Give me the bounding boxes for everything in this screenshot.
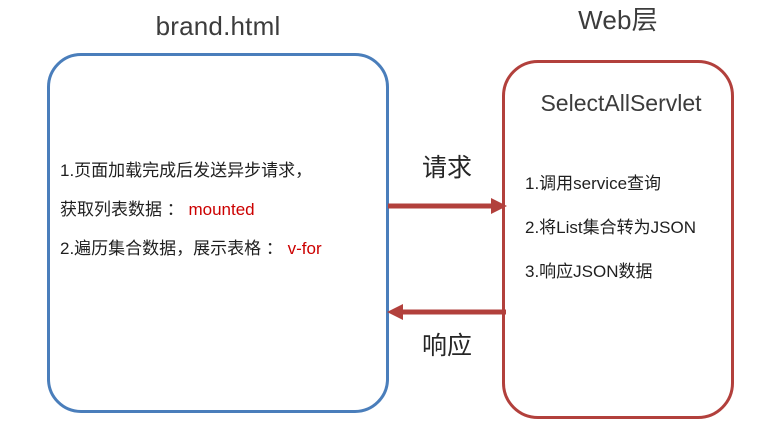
response-arrow-label: 响应 — [421, 332, 472, 360]
client-step-2-text: 获取列表数据 ： — [60, 200, 184, 219]
server-box-heading: SelectAllServlet — [540, 90, 702, 116]
client-step-1-text: 1.页面加载完成后发送异步请求， — [60, 161, 313, 180]
request-arrow-label: 请求 — [421, 154, 472, 182]
client-step-2-accent: mounted — [188, 200, 255, 219]
client-steps-list: 1.页面加载完成后发送异步请求， 获取列表数据 ： mounted 2.遍历集合… — [60, 160, 390, 260]
server-steps-list: 1.调用service查询 2.将List集合转为JSON 3.响应JSON数据 — [525, 173, 731, 283]
request-arrow-icon — [388, 198, 507, 214]
client-step-3-accent: v-for — [287, 239, 322, 258]
server-box: SelectAllServlet 1.调用service查询 2.将List集合… — [502, 60, 734, 419]
client-step-1: 1.页面加载完成后发送异步请求， — [60, 160, 390, 182]
server-box-title: Web层 — [578, 5, 658, 35]
client-step-3: 2.遍历集合数据，展示表格 ： v-for — [60, 238, 390, 260]
response-arrow-icon — [387, 304, 506, 320]
server-step-1: 1.调用service查询 — [525, 174, 662, 193]
server-step-2: 2.将List集合转为JSON — [525, 218, 696, 237]
client-step-2: 获取列表数据 ： mounted — [60, 199, 390, 221]
client-step-3-text: 2.遍历集合数据，展示表格 ： — [60, 239, 283, 258]
client-box: 1.页面加载完成后发送异步请求， 获取列表数据 ： mounted 2.遍历集合… — [47, 53, 389, 413]
server-step-3: 3.响应JSON数据 — [525, 262, 653, 281]
client-box-title: brand.html — [155, 11, 281, 41]
